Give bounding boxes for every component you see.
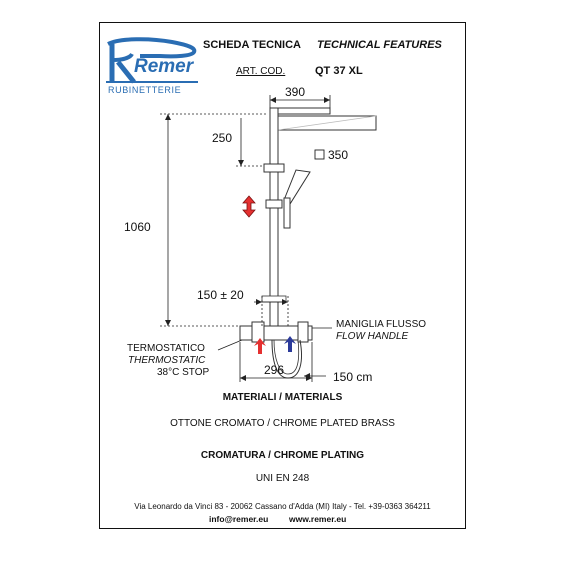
hand-shower-holder bbox=[265, 199, 283, 209]
hot-water-arrow-icon bbox=[254, 338, 266, 354]
cold-water-arrow-icon bbox=[284, 336, 296, 352]
shower-arm bbox=[269, 107, 331, 115]
materials-title: MATERIALI / MATERIALS bbox=[222, 392, 343, 403]
dim-350: 350 bbox=[328, 148, 349, 162]
dim-1060: 1060 bbox=[124, 220, 151, 234]
technical-sheet-frame bbox=[99, 22, 466, 529]
footer-email[interactable]: info@remer.eu bbox=[209, 514, 269, 524]
logo-mark bbox=[106, 37, 198, 84]
technical-features: TECHNICAL FEATURES bbox=[317, 39, 442, 51]
shower-column bbox=[269, 107, 279, 329]
square-symbol-icon bbox=[314, 149, 325, 160]
height-adjust-arrow-icon bbox=[242, 195, 256, 218]
dim-250: 250 bbox=[212, 131, 233, 145]
dim-296: 296 bbox=[264, 363, 285, 377]
footer-address: Via Leonardo da Vinci 83 - 20062 Cassano… bbox=[134, 502, 431, 511]
thermostatic-label: THERMOSTATIC bbox=[128, 355, 206, 366]
scheda-tecnica: SCHEDA TECNICA bbox=[203, 39, 301, 51]
brand-subtitle: RUBINETTERIE bbox=[108, 85, 182, 95]
dim-150-20: 150 ± 20 bbox=[197, 288, 244, 302]
plating-title: CROMATURA / CHROME PLATING bbox=[200, 450, 365, 461]
maniglia-flusso-label: MANIGLIA FLUSSO bbox=[336, 319, 427, 330]
stop-label: 38°C STOP bbox=[157, 367, 210, 378]
flow-handle-label: FLOW HANDLE bbox=[336, 331, 409, 342]
materials-value: OTTONE CROMATO / CHROME PLATED BRASS bbox=[170, 418, 395, 429]
art-cod-label: ART. COD. bbox=[236, 66, 286, 77]
footer-website[interactable]: www.remer.eu bbox=[289, 514, 347, 524]
dim-150cm: 150 cm bbox=[333, 370, 373, 384]
brand-name: Remer bbox=[134, 56, 194, 77]
plating-value: UNI EN 248 bbox=[255, 473, 310, 484]
termostatico-label: TERMOSTATICO bbox=[127, 343, 205, 354]
art-code: QT 37 XL bbox=[315, 65, 363, 77]
dim-390: 390 bbox=[285, 85, 306, 99]
